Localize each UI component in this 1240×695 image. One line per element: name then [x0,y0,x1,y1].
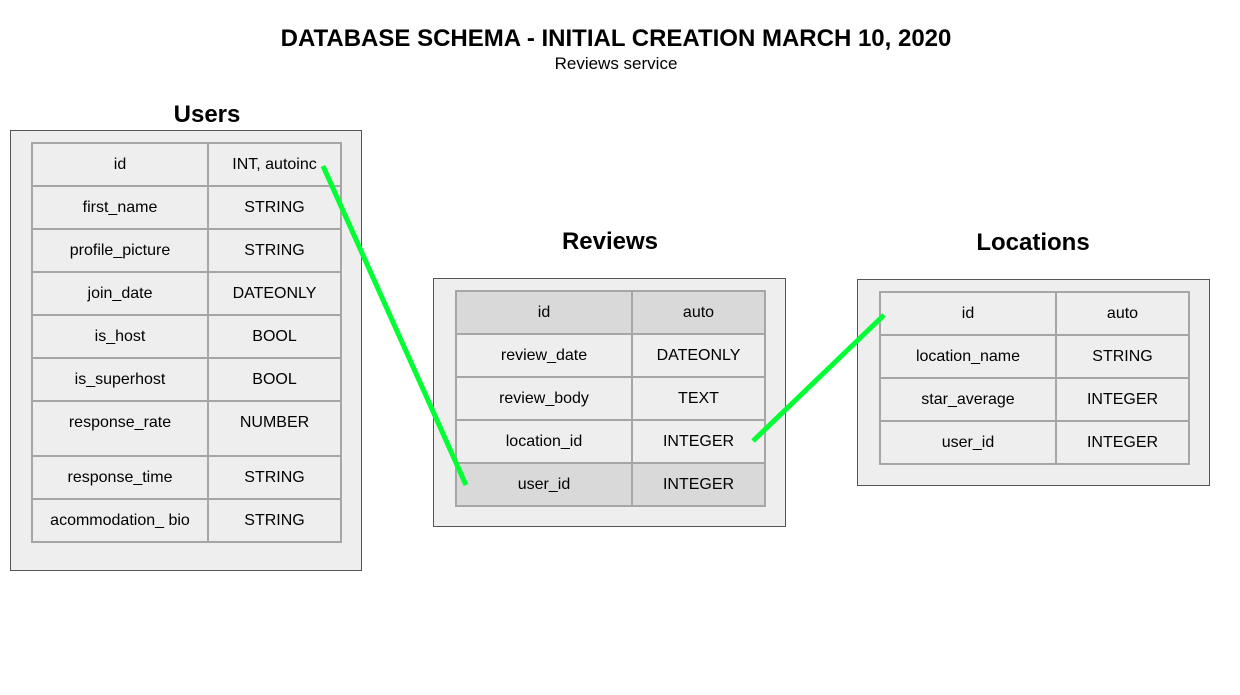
locations-type: auto [1055,291,1190,336]
users-table-title: Users [173,101,241,128]
reviews-type: auto [631,290,766,335]
users-field: is_superhost [31,357,209,402]
locations-type: INTEGER [1055,420,1190,465]
users-type: BOOL [207,314,342,359]
diagram-subtitle: Reviews service [554,54,678,73]
users-type: INT, autoinc [207,142,342,187]
locations-field: location_name [879,334,1057,379]
reviews-table: id auto review_date DATEONLY review_body… [455,290,766,507]
reviews-type: INTEGER [631,419,766,464]
reviews-row-location-id: location_id INTEGER [455,419,766,464]
users-type: STRING [207,498,342,543]
users-field: is_host [31,314,209,359]
users-type: BOOL [207,357,342,402]
reviews-row-user-id: user_id INTEGER [455,462,766,507]
reviews-field: review_body [455,376,633,421]
reviews-type: INTEGER [631,462,766,507]
users-row-response-time: response_time STRING [31,455,342,500]
users-field: response_time [31,455,209,500]
locations-table: id auto location_name STRING star_averag… [879,291,1190,465]
locations-type: STRING [1055,334,1190,379]
locations-type: INTEGER [1055,377,1190,422]
locations-table-title: Locations [976,229,1090,256]
users-row-join-date: join_date DATEONLY [31,271,342,316]
locations-row-id: id auto [879,291,1190,336]
reviews-table-title: Reviews [561,228,659,255]
users-field: response_rate [31,400,209,457]
reviews-row-review-body: review_body TEXT [455,376,766,421]
users-type: STRING [207,228,342,273]
users-row-profile-picture: profile_picture STRING [31,228,342,273]
users-row-first-name: first_name STRING [31,185,342,230]
locations-row-star-average: star_average INTEGER [879,377,1190,422]
users-field: id [31,142,209,187]
reviews-field: user_id [455,462,633,507]
users-row-is-host: is_host BOOL [31,314,342,359]
reviews-field: location_id [455,419,633,464]
users-row-accommodation-bio: acommodation_ bio STRING [31,498,342,543]
users-field: first_name [31,185,209,230]
users-field: profile_picture [31,228,209,273]
locations-row-user-id: user_id INTEGER [879,420,1190,465]
locations-field: user_id [879,420,1057,465]
users-id-to-reviews-user-id-link [320,164,469,487]
reviews-row-id: id auto [455,290,766,335]
users-row-is-superhost: is_superhost BOOL [31,357,342,402]
users-field: join_date [31,271,209,316]
locations-field: star_average [879,377,1057,422]
users-table: id INT, autoinc first_name STRING profil… [31,142,342,543]
reviews-location-id-to-locations-id-link [751,313,886,443]
reviews-type: TEXT [631,376,766,421]
users-type: NUMBER [207,400,342,457]
users-field: acommodation_ bio [31,498,209,543]
reviews-field: review_date [455,333,633,378]
users-row-id: id INT, autoinc [31,142,342,187]
users-type: DATEONLY [207,271,342,316]
reviews-type: DATEONLY [631,333,766,378]
reviews-field: id [455,290,633,335]
locations-field: id [879,291,1057,336]
locations-row-location-name: location_name STRING [879,334,1190,379]
diagram-title: DATABASE SCHEMA - INITIAL CREATION MARCH… [280,25,952,52]
reviews-row-review-date: review_date DATEONLY [455,333,766,378]
users-type: STRING [207,455,342,500]
users-row-response-rate: response_rate NUMBER [31,400,342,457]
